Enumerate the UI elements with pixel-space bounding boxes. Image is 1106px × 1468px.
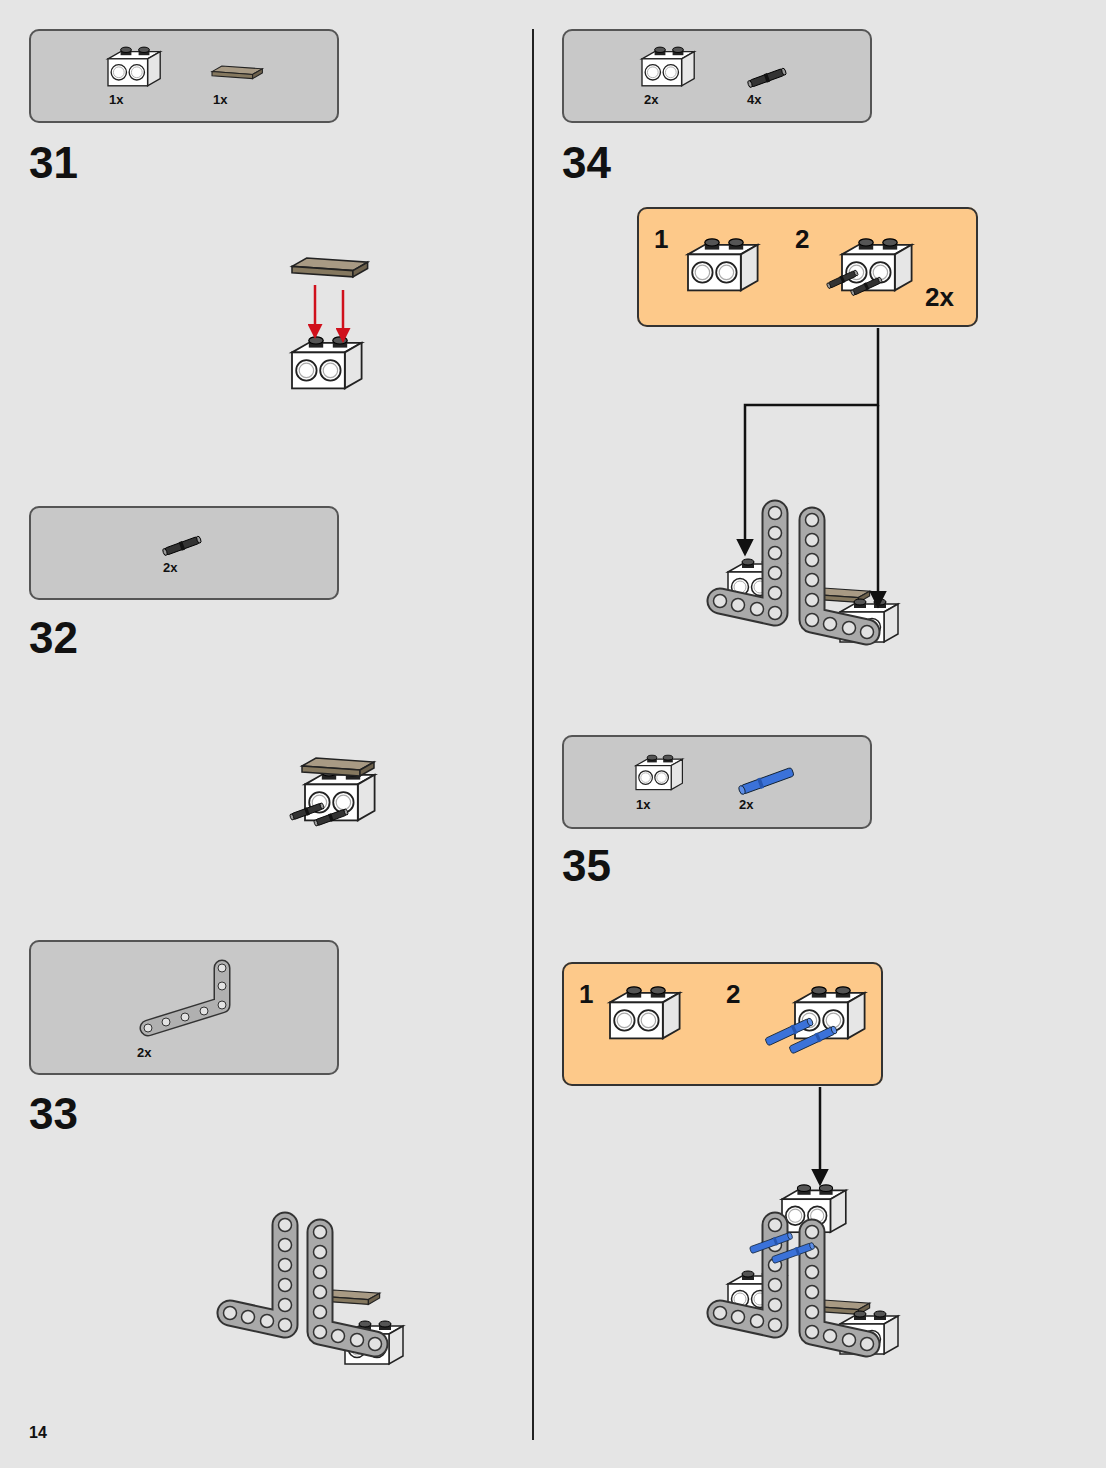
illustration-circle	[218, 964, 226, 972]
illustration-use	[850, 276, 883, 297]
illustration-use	[313, 808, 349, 828]
illustration-use	[826, 269, 859, 290]
part-count: 2x	[644, 93, 658, 106]
illustration-use	[610, 987, 680, 1039]
illustration-use	[314, 1226, 382, 1351]
step-number: 35	[562, 844, 611, 888]
parts-callout: 2x	[29, 940, 339, 1075]
illustration-line	[314, 285, 317, 336]
illustration-g	[144, 964, 226, 1032]
illustration-use	[212, 66, 262, 79]
parts-callout: 1x 1x	[29, 29, 339, 123]
part-count: 2x	[739, 798, 753, 811]
part-count: 1x	[213, 93, 227, 106]
step-number: 31	[29, 141, 78, 185]
illustration-use	[224, 1219, 292, 1332]
parts-callout: 1x 2x	[562, 735, 872, 829]
box-fill	[637, 207, 978, 327]
illustration-use	[714, 1219, 782, 1332]
illustration-circle	[181, 1013, 189, 1021]
illustration-use	[806, 1226, 874, 1351]
illustration-use	[747, 67, 787, 89]
illustration-use	[788, 1025, 838, 1055]
box-fill	[562, 962, 883, 1086]
step-number: 33	[29, 1092, 78, 1136]
box-fill	[29, 29, 339, 123]
subassembly-box: 1 2 2x	[637, 207, 978, 327]
illustration-path	[148, 968, 222, 1028]
step-number: 34	[562, 141, 611, 185]
illustration-circle	[218, 982, 226, 990]
illustration-line	[532, 29, 534, 1440]
illustration-path	[148, 968, 222, 1028]
parts-callout: 2x 4x	[562, 29, 872, 123]
box-fill	[29, 506, 339, 600]
illustration-circle	[144, 1024, 152, 1032]
box-fill	[562, 735, 872, 829]
part-count: 4x	[747, 93, 761, 106]
box-fill	[562, 29, 872, 123]
step-number: 32	[29, 616, 78, 660]
illustration-use	[738, 766, 795, 796]
subassembly-number: 2	[726, 981, 740, 1007]
illustration-line	[342, 290, 345, 340]
illustration-path	[745, 328, 878, 553]
subassembly-number: 1	[654, 226, 668, 252]
part-count: 1x	[109, 93, 123, 106]
illustration-path	[819, 1087, 822, 1183]
subassembly-box: 12	[562, 962, 883, 1086]
illustration-circle	[162, 1018, 170, 1026]
box-fill	[29, 940, 339, 1075]
illustration-use	[162, 535, 202, 557]
page-number: 14	[29, 1425, 47, 1441]
illustration-use	[771, 1241, 815, 1264]
illustration-circle	[218, 1001, 226, 1009]
illustration-use	[292, 337, 362, 389]
part-count: 1x	[636, 798, 650, 811]
illustration-use	[292, 258, 368, 277]
subassembly-number: 1	[579, 981, 593, 1007]
parts-callout: 2x	[29, 506, 339, 600]
illustration-g	[29, 29, 978, 1086]
illustration-use	[688, 239, 758, 291]
subassembly-number: 2	[795, 226, 809, 252]
illustration-use	[302, 758, 374, 776]
illustration-use	[806, 514, 874, 639]
part-count: 2x	[137, 1046, 151, 1059]
illustration-use	[636, 755, 682, 789]
illustration-circle	[200, 1007, 208, 1015]
illustration-use	[108, 47, 160, 86]
part-count: 2x	[163, 561, 177, 574]
subassembly-number: 2x	[925, 284, 954, 310]
illustration-path	[877, 405, 880, 605]
illustration-use	[749, 1231, 793, 1254]
illustration-use	[714, 507, 782, 620]
illustration-use	[642, 47, 694, 86]
